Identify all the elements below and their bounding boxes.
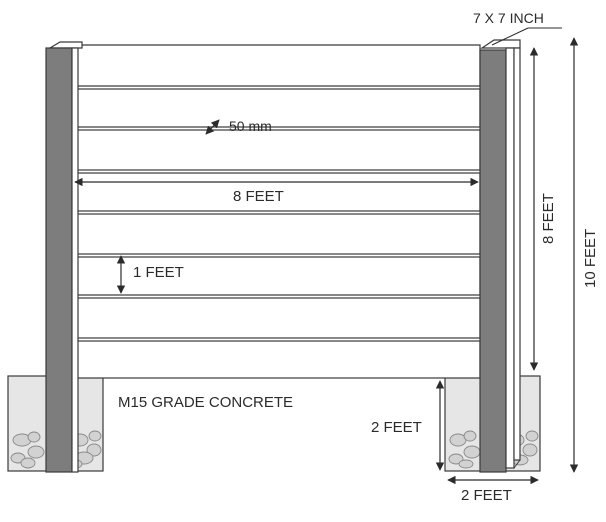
footing-depth-label: 2 FEET <box>371 419 422 436</box>
post-size-callout: 7 X 7 INCH <box>473 10 562 46</box>
slab <box>71 88 481 128</box>
span-label: 8 FEET <box>233 188 284 205</box>
post-size-label: 7 X 7 INCH <box>473 10 544 26</box>
top-slab <box>71 44 481 87</box>
right-post <box>479 39 521 473</box>
left-post <box>45 41 83 473</box>
concrete-label: M15 GRADE CONCRETE <box>118 394 293 411</box>
slab <box>71 297 481 339</box>
slab-thickness-label: 50 mm <box>229 118 272 134</box>
post-height-label: 8 FEET <box>540 193 557 244</box>
slab <box>71 129 481 171</box>
footing-width-dim: 2 FEET <box>447 475 539 504</box>
slab-panels <box>71 44 481 379</box>
slab-thickness-dim: 50 mm <box>205 118 272 135</box>
post-height-dim: 8 FEET <box>529 47 557 371</box>
total-height-label: 10 FEET <box>582 229 599 288</box>
slab-height-dim: 1 FEET <box>116 255 184 294</box>
left-footing-stones <box>10 430 102 469</box>
slab <box>71 256 481 296</box>
footing-width-label: 2 FEET <box>461 487 512 504</box>
total-height-dim: 10 FEET <box>569 37 599 473</box>
slab <box>71 340 481 379</box>
span-dim: 8 FEET <box>74 177 479 205</box>
slab <box>71 213 481 255</box>
slab-height-label: 1 FEET <box>133 264 184 281</box>
footing-depth-dim: 2 FEET <box>371 380 445 471</box>
